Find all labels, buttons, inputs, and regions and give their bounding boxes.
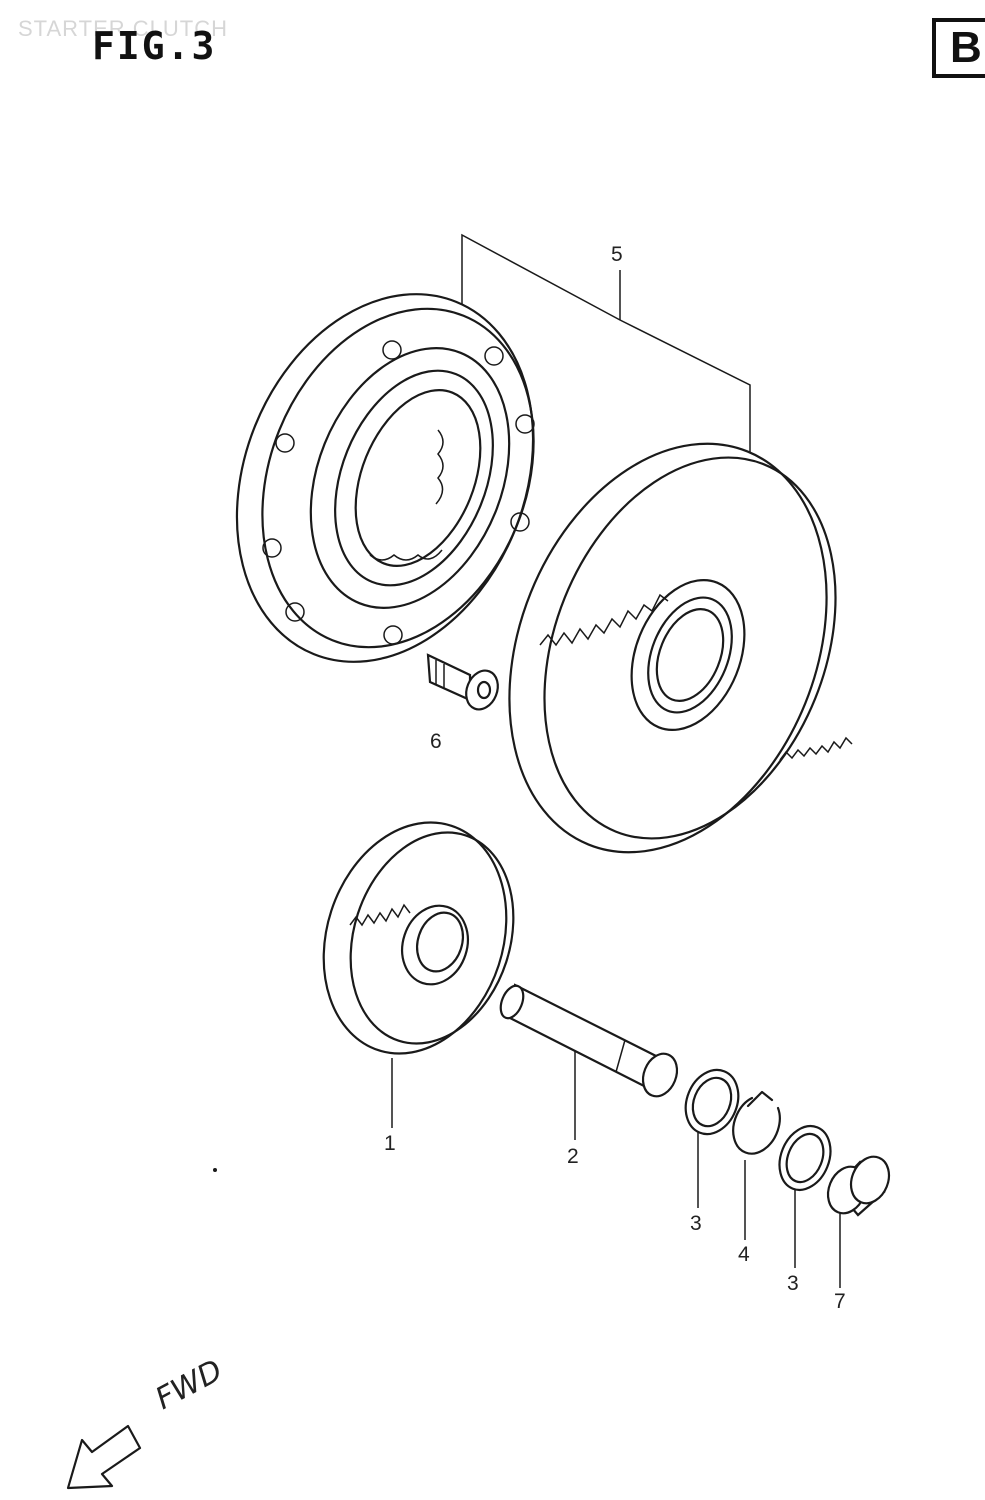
end-cap: [826, 1155, 891, 1217]
callout-2: 2: [567, 1145, 579, 1168]
callout-3b: 3: [787, 1272, 799, 1295]
callout-6: 6: [430, 730, 442, 753]
arrow-left-outline-icon: [66, 1424, 142, 1490]
bolt: [426, 653, 499, 711]
section-badge: B: [932, 18, 985, 78]
stray-dot: [213, 1168, 217, 1172]
callout-1: 1: [384, 1132, 396, 1155]
callout-5: 5: [611, 243, 623, 266]
callout-7: 7: [834, 1290, 846, 1313]
starter-driven-gear: [508, 442, 853, 854]
washer-a: [684, 1068, 740, 1136]
starter-idle-gear: [322, 821, 515, 1055]
washer-b: [778, 1125, 832, 1191]
callout-3a: 3: [690, 1212, 702, 1235]
one-way-clutch-plate: [235, 293, 535, 663]
idle-gear-shaft: [499, 983, 679, 1098]
figure-label: FIG.3: [92, 24, 217, 68]
leader-lines: [391, 233, 841, 1288]
callout-4: 4: [738, 1243, 750, 1266]
circlip: [732, 1090, 781, 1155]
diagram-caption: STARTER CLUTCH: [18, 16, 228, 41]
